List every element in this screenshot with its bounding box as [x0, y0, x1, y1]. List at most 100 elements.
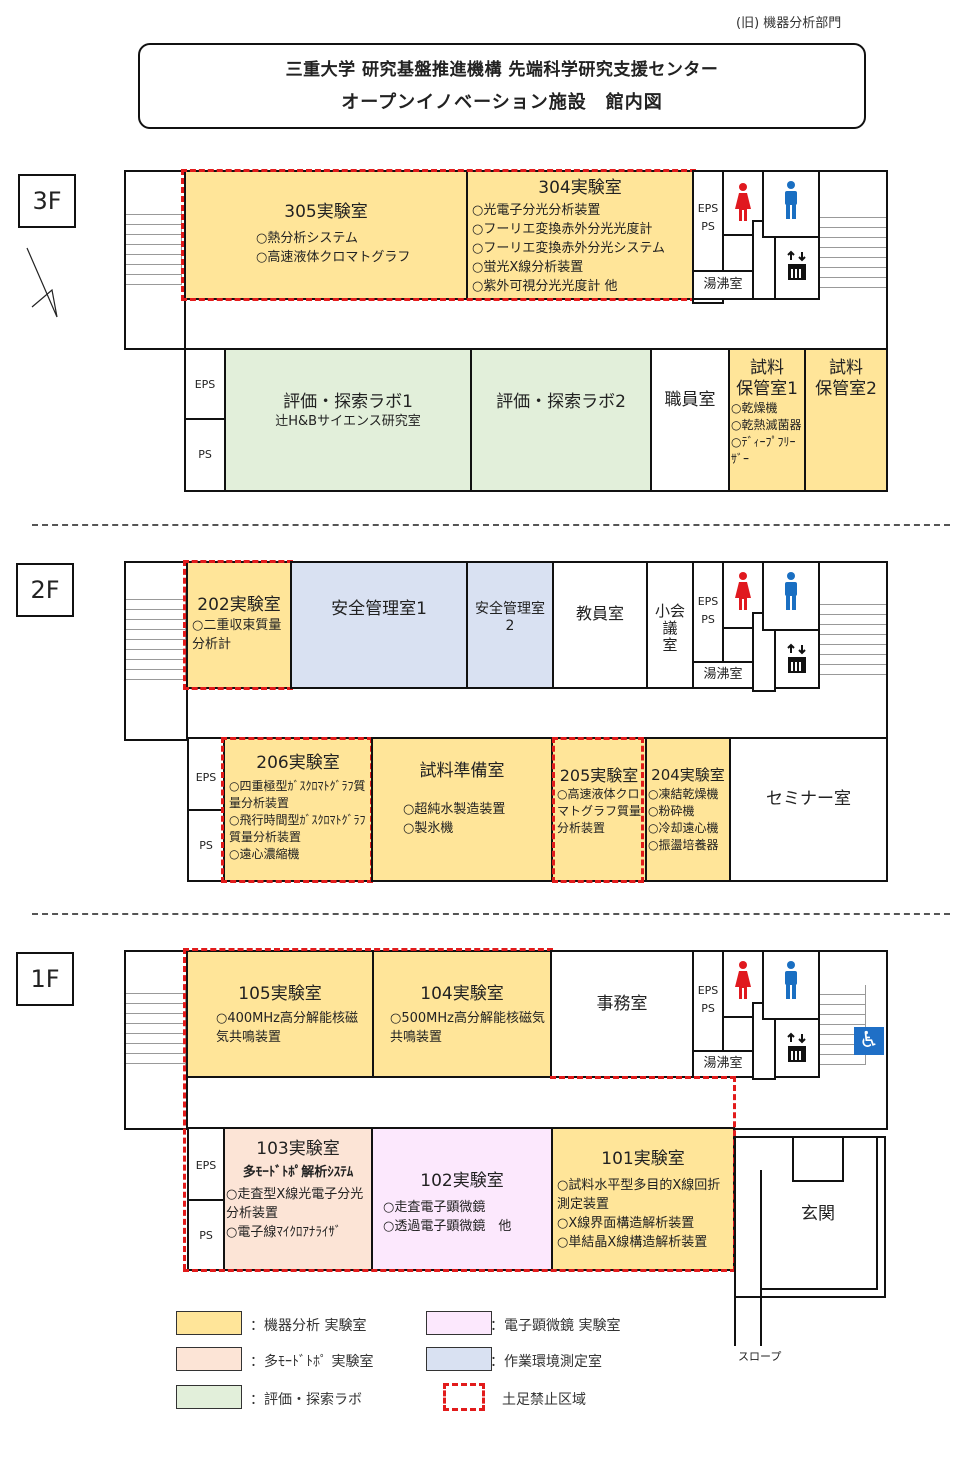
closet-1f: [722, 1016, 754, 1052]
floor-label-3f: 3F: [18, 174, 76, 228]
room-lab1[interactable]: 評価・探索ラボ1 辻H&Bサイエンス研究室: [224, 348, 472, 492]
female-restroom-1f: [722, 950, 764, 1018]
equipment-item: ○乾熱滅菌器: [731, 418, 802, 432]
equipment-item: ○飛行時間型ｶﾞｽｸﾛﾏﾄｸﾞﾗﾌ質量分析装置: [229, 813, 366, 844]
legend-swatch-no-shoes: [443, 1383, 485, 1411]
slope-wall-inner: [760, 1170, 762, 1346]
room-205[interactable]: 205実験室 ○高速液体クロマトグラフ質量分析装置: [551, 737, 647, 882]
room-305-name: 305実験室: [284, 202, 368, 222]
equipment-item: ○試料水平型多目的X線回折測定装置: [557, 1178, 721, 1212]
equipment-item: ○高速液体クロマトグラフ質量分析装置: [557, 787, 642, 835]
male-restroom-icon: [785, 961, 797, 999]
room-104[interactable]: 104実験室 ○500MHz高分解能核磁気共鳴装置: [372, 950, 552, 1078]
legend-label-kiki: ：機器分析 実験室: [250, 1318, 367, 1334]
kitchenette-2f: 湯沸室: [692, 661, 754, 689]
equipment-item: ○X線界面構造解析装置: [557, 1216, 695, 1231]
room-204[interactable]: 204実験室 ○凍結乾燥機 ○粉砕機 ○冷却遠心機 ○振盪培養器: [645, 737, 731, 882]
equipment-item: ○二重収束質量分析計: [192, 618, 282, 652]
room-entrance[interactable]: 玄関: [760, 1136, 878, 1290]
kitchenette-1f: 湯沸室: [692, 1050, 754, 1078]
room-office[interactable]: 事務室: [550, 950, 694, 1078]
stairs-west-3f: [126, 205, 182, 285]
page-title-org: 三重大学 研究基盤推進機構 先端科学研究支援センター: [285, 60, 719, 80]
room-101[interactable]: 101実験室 ○試料水平型多目的X線回折測定装置 ○X線界面構造解析装置 ○単結…: [551, 1127, 735, 1271]
room-storage1[interactable]: 試料 保管室1 ○乾燥機 ○乾熱滅菌器 ○ﾃﾞｨｰﾌﾟﾌﾘｰｻﾞｰ: [728, 348, 806, 492]
room-storage2[interactable]: 試料 保管室2: [804, 348, 888, 492]
slope-wall-outer: [734, 1136, 736, 1346]
male-restroom-2f: [762, 561, 820, 631]
elevator-icon: [787, 643, 806, 673]
floor-separator: [32, 913, 950, 915]
stairs-west-1f: [126, 984, 186, 1070]
room-304-name: 304実験室: [538, 178, 622, 198]
equipment-item: ○走査型X線光電子分光分析装置: [226, 1187, 364, 1221]
equipment-item: ○フーリエ変換赤外分光システム: [472, 241, 665, 256]
elevator-icon: [787, 1032, 806, 1062]
room-105[interactable]: 105実験室 ○400MHz高分解能核磁気共鳴装置: [186, 950, 374, 1078]
stairs-east-2f: [820, 595, 886, 675]
closet-3f: [722, 234, 754, 272]
title-box: 三重大学 研究基盤推進機構 先端科学研究支援センター オープンイノベーション施設…: [138, 43, 866, 129]
ps-1f-south: PS: [187, 1199, 225, 1271]
north-arrow-icon: [26, 247, 58, 318]
kitchenette-3f: 湯沸室: [692, 270, 754, 300]
equipment-item: ○光電子分光分析装置: [472, 203, 601, 218]
female-restroom-icon: [735, 961, 751, 999]
floor-separator: [32, 524, 950, 526]
room-seminar[interactable]: セミナー室: [729, 737, 888, 882]
stairs-west-2f: [126, 590, 186, 680]
eps-ps-2f: EPS PS: [692, 561, 724, 663]
legend-swatch-tamodo: [176, 1347, 242, 1371]
male-restroom-1f: [762, 950, 820, 1020]
female-restroom-icon: [735, 572, 751, 610]
closet-2f: [722, 627, 754, 663]
room-305[interactable]: 305実験室 ○熱分析システム ○高速液体クロマトグラフ: [184, 170, 468, 300]
room-103[interactable]: 103実験室 多ﾓｰﾄﾞﾄﾎﾟ解析ｼｽﾃﾑ ○走査型X線光電子分光分析装置 ○電…: [223, 1127, 373, 1271]
room-prep[interactable]: 試料準備室 ○超純水製造装置 ○製氷機: [371, 737, 553, 882]
room-lab2[interactable]: 評価・探索ラボ2: [470, 348, 652, 492]
equipment-item: ○紫外可視分光光度計 他: [472, 279, 618, 294]
eps-1f-south: EPS: [187, 1127, 225, 1201]
room-safety1[interactable]: 安全管理室1: [290, 561, 468, 689]
male-restroom-icon: [785, 181, 797, 219]
equipment-item: ○蛍光X線分析装置: [472, 260, 584, 275]
room-faculty[interactable]: 教員室: [552, 561, 648, 689]
equipment-item: ○粉砕機: [648, 804, 695, 818]
legend-swatch-sagyo: [426, 1347, 492, 1371]
legend-swatch-denshi: [426, 1311, 492, 1335]
equipment-item: ○高速液体クロマトグラフ: [256, 250, 411, 265]
equipment-item: ○走査電子顕微鏡: [383, 1200, 486, 1215]
room-202[interactable]: 202実験室 ○二重収束質量分析計: [186, 561, 292, 689]
equipment-item: ○乾燥機: [731, 401, 778, 415]
vestibule: [792, 1136, 844, 1182]
equipment-item: ○四重極型ｶﾞｽｸﾛﾏﾄｸﾞﾗﾌ質量分析装置: [229, 779, 366, 810]
stairs-east-3f: [820, 208, 886, 288]
elevator-3f[interactable]: [774, 236, 820, 300]
slope-label: スロープ: [738, 1350, 782, 1363]
male-restroom-icon: [785, 572, 797, 610]
equipment-item: ○熱分析システム: [256, 231, 358, 246]
equipment-item: ○遠心濃縮機: [229, 847, 300, 861]
room-meeting[interactable]: 小会議 室: [646, 561, 694, 689]
legend-swatch-hyoka: [176, 1385, 242, 1409]
equipment-item: ○透過電子顕微鏡 他: [383, 1219, 512, 1234]
equipment-item: ○冷却遠心機: [648, 821, 719, 835]
equipment-item: ○500MHz高分解能核磁気共鳴装置: [390, 1011, 545, 1045]
elevator-2f[interactable]: [774, 629, 820, 689]
legend-label-denshi: ：電子顕微鏡 実験室: [490, 1318, 621, 1334]
room-304[interactable]: 304実験室 ○光電子分光分析装置 ○フーリエ変換赤外分光光度計 ○フーリエ変換…: [466, 170, 694, 300]
equipment-item: ○単結晶X線構造解析装置: [557, 1235, 708, 1250]
equipment-item: ○振盪培養器: [648, 838, 719, 852]
room-206[interactable]: 206実験室 ○四重極型ｶﾞｽｸﾛﾏﾄｸﾞﾗﾌ質量分析装置 ○飛行時間型ｶﾞｽｸ…: [223, 737, 373, 882]
ps-3f-south: PS: [184, 418, 226, 492]
legend-label-no-shoes: 土足禁止区域: [502, 1392, 586, 1408]
male-restroom-3f: [762, 170, 820, 238]
equipment-item: ○電子線ﾏｲｸﾛｱﾅﾗｲｻﾞ: [226, 1225, 342, 1240]
equipment-item: ○ﾃﾞｨｰﾌﾟﾌﾘｰｻﾞｰ: [731, 435, 796, 466]
room-staff[interactable]: 職員室: [650, 348, 730, 492]
eps-2f-south: EPS: [187, 737, 225, 811]
room-safety2[interactable]: 安全管理室 2: [466, 561, 554, 689]
elevator-1f[interactable]: [774, 1018, 820, 1078]
equipment-item: ○超純水製造装置: [403, 802, 506, 817]
room-102[interactable]: 102実験室 ○走査電子顕微鏡 ○透過電子顕微鏡 他: [371, 1127, 553, 1271]
